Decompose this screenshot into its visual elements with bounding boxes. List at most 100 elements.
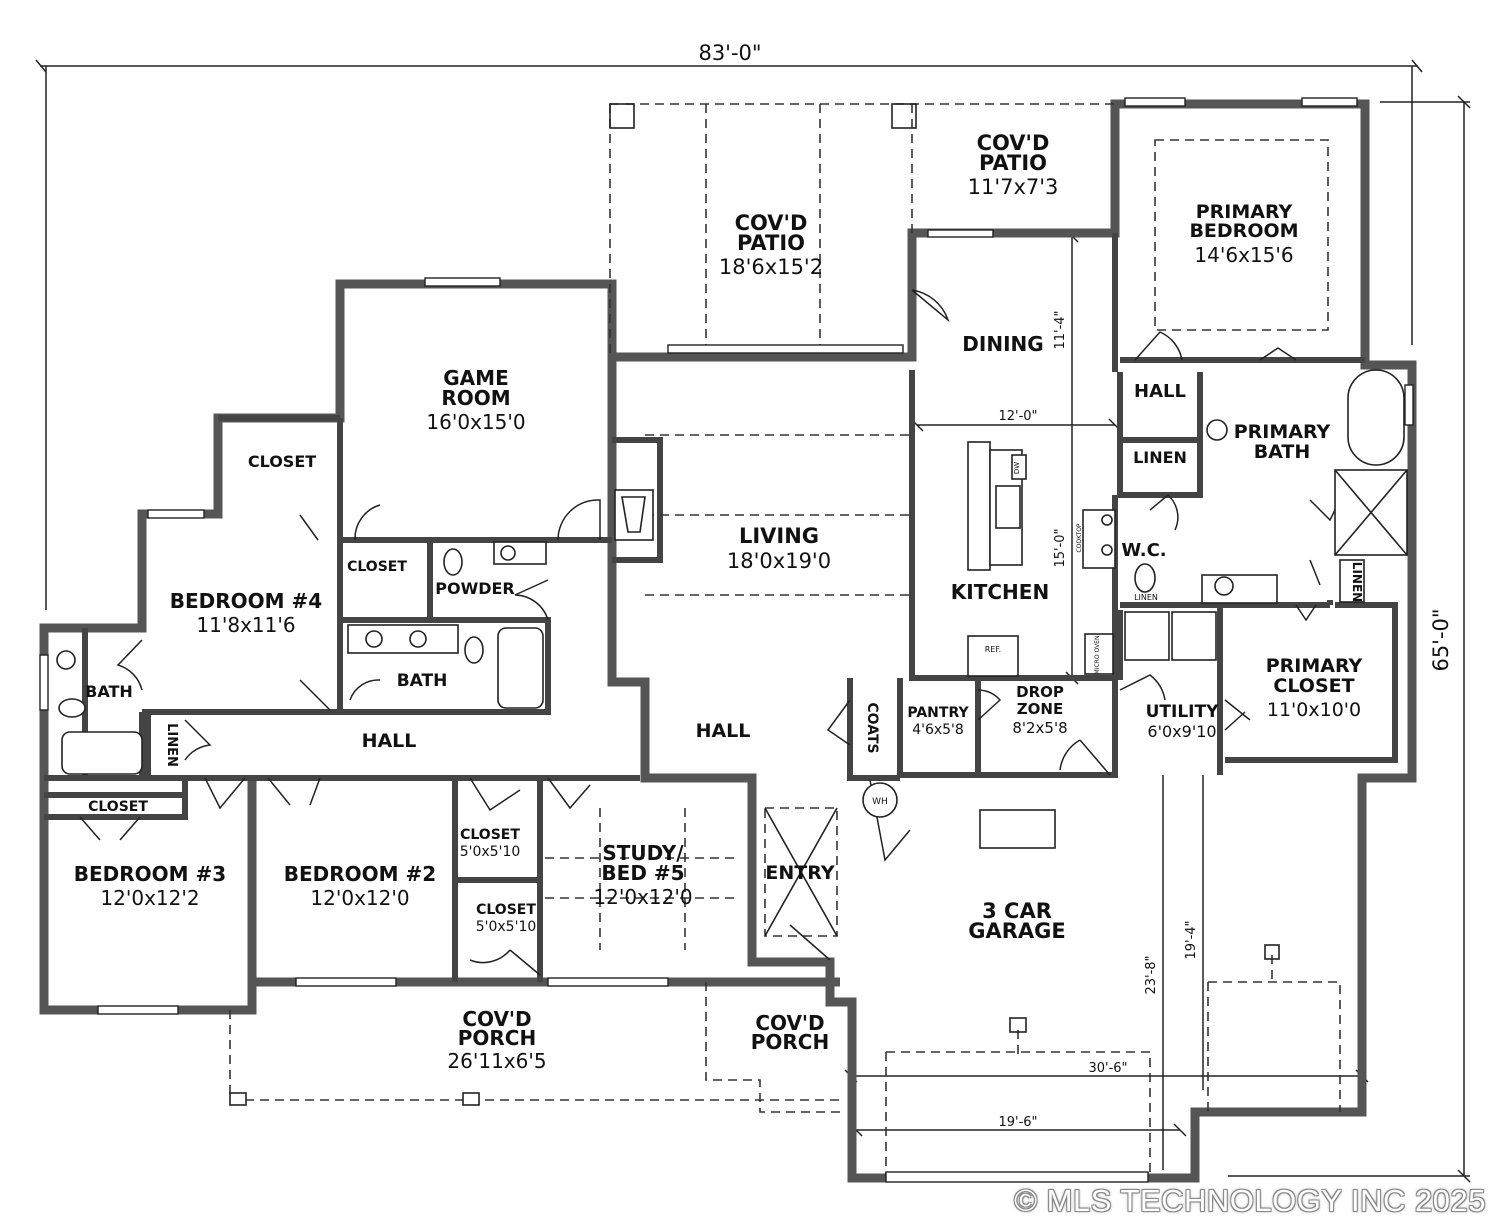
svg-text:PRIMARY: PRIMARY	[1196, 201, 1293, 223]
room-wc: W.C.	[1121, 540, 1166, 561]
room-linen-wc: LINEN	[1350, 562, 1364, 602]
svg-text:PRIMARY: PRIMARY	[1234, 421, 1331, 443]
dining-width-dim: 12'-0"	[998, 409, 1037, 424]
refrigerator-label: REF.	[985, 645, 1001, 654]
porch-posts	[229, 1092, 480, 1106]
copyright-watermark: © MLS TECHNOLOGY INC 2025	[1014, 1183, 1486, 1218]
room-bedroom4: BEDROOM #411'8x11'6	[170, 589, 322, 637]
svg-text:COV'D: COV'D	[735, 211, 808, 235]
svg-text:18'6x15'2: 18'6x15'2	[719, 255, 823, 279]
svg-text:11'8x11'6: 11'8x11'6	[196, 613, 295, 637]
linen-small-label: LINEN	[1134, 593, 1158, 602]
room-bath-center: BATH	[397, 671, 448, 691]
svg-text:26'11x6'5: 26'11x6'5	[447, 1049, 546, 1073]
svg-text:11'7x7'3: 11'7x7'3	[968, 175, 1059, 199]
room-entry: ENTRY	[765, 862, 834, 884]
garage-depth-inner-dim: 19'-4"	[1184, 920, 1199, 959]
interior-walls	[44, 233, 1398, 982]
svg-text:CLOSET: CLOSET	[476, 902, 536, 918]
svg-text:5'0x5'10: 5'0x5'10	[476, 919, 537, 935]
dining-depth-dim: 11'-4"	[1053, 310, 1068, 349]
room-powder: POWDER	[435, 579, 515, 598]
svg-text:PORCH: PORCH	[458, 1026, 536, 1050]
room-linen-hall: LINEN	[164, 723, 179, 767]
svg-text:BEDROOM #4: BEDROOM #4	[170, 589, 322, 613]
svg-text:8'2x5'8: 8'2x5'8	[1012, 719, 1067, 737]
room-coats: COATS	[864, 702, 880, 753]
svg-text:CLOSET: CLOSET	[460, 827, 520, 843]
dimension-lines	[35, 59, 1471, 1183]
fixture-labels: REF. DW COOKTOP MICRO OVEN WH LINEN	[872, 462, 1158, 807]
svg-text:DROP: DROP	[1016, 683, 1064, 701]
svg-text:COV'D: COV'D	[755, 1011, 824, 1035]
room-closet-game: CLOSET	[347, 559, 407, 575]
svg-text:11'0x10'0: 11'0x10'0	[1267, 699, 1361, 721]
svg-text:3 CAR: 3 CAR	[982, 899, 1052, 923]
cooktop-label: COOKTOP	[1076, 523, 1083, 552]
garage-width-inner-dim: 19'-6"	[998, 1115, 1037, 1130]
room-kitchen: KITCHEN	[951, 580, 1049, 604]
room-bedroom3: BEDROOM #312'0x12'2	[74, 862, 226, 910]
svg-text:5'0x5'10: 5'0x5'10	[460, 844, 521, 860]
room-dining: DINING	[962, 332, 1043, 356]
svg-text:14'6x15'6: 14'6x15'6	[1194, 243, 1293, 267]
svg-text:CLOSET: CLOSET	[1273, 675, 1354, 697]
svg-text:PRIMARY: PRIMARY	[1266, 655, 1363, 677]
svg-text:BED #5: BED #5	[601, 861, 684, 885]
dishwasher-label: DW	[1013, 462, 1021, 474]
svg-text:6'0x9'10: 6'0x9'10	[1147, 722, 1216, 741]
svg-text:16'0x15'0: 16'0x15'0	[426, 410, 525, 434]
svg-text:PORCH: PORCH	[751, 1030, 829, 1054]
svg-text:ROOM: ROOM	[441, 386, 510, 410]
svg-text:12'0x12'0: 12'0x12'0	[593, 885, 692, 909]
svg-text:PANTRY: PANTRY	[907, 705, 969, 721]
exterior-walls	[39, 99, 1417, 1183]
kitchen-depth-dim: 15'-0"	[1053, 528, 1068, 567]
room-closet-bed3: CLOSET	[88, 799, 148, 815]
svg-text:GARAGE: GARAGE	[968, 919, 1066, 943]
svg-text:BEDROOM: BEDROOM	[1189, 220, 1298, 242]
svg-text:BEDROOM #3: BEDROOM #3	[74, 862, 226, 886]
svg-text:PATIO: PATIO	[979, 151, 1047, 175]
svg-text:GAME: GAME	[443, 366, 508, 390]
dimension-labels: 83'-0" 65'-0" 11'-4" 12'-0" 15'-0" 23'-8…	[698, 41, 1453, 1130]
room-hall-left: HALL	[362, 730, 417, 752]
svg-text:BEDROOM #2: BEDROOM #2	[284, 862, 436, 886]
svg-text:LIVING: LIVING	[739, 524, 819, 548]
svg-text:12'0x12'0: 12'0x12'0	[310, 886, 409, 910]
svg-text:PATIO: PATIO	[737, 231, 805, 255]
doors	[79, 289, 1341, 976]
room-study: STUDY/BED #512'0x12'0	[593, 841, 692, 909]
room-bath-left: BATH	[85, 682, 133, 701]
windows	[39, 97, 1414, 1183]
room-linen-primary: LINEN	[1133, 448, 1187, 467]
svg-text:COV'D: COV'D	[977, 131, 1050, 155]
overall-width-dim: 83'-0"	[698, 41, 761, 65]
svg-text:BATH: BATH	[1254, 441, 1311, 463]
room-closet-top: CLOSET	[248, 452, 316, 471]
overall-depth-dim: 65'-0"	[1429, 608, 1453, 671]
svg-text:4'6x5'8: 4'6x5'8	[912, 722, 964, 738]
garage-depth-total-dim: 23'-8"	[1144, 955, 1159, 994]
svg-text:COV'D: COV'D	[462, 1007, 531, 1031]
svg-text:UTILITY: UTILITY	[1146, 702, 1219, 722]
svg-text:12'0x12'2: 12'0x12'2	[100, 886, 199, 910]
room-hall-primary: HALL	[1134, 381, 1186, 402]
svg-text:18'0x19'0: 18'0x19'0	[727, 549, 831, 573]
svg-text:STUDY/: STUDY/	[602, 841, 684, 865]
